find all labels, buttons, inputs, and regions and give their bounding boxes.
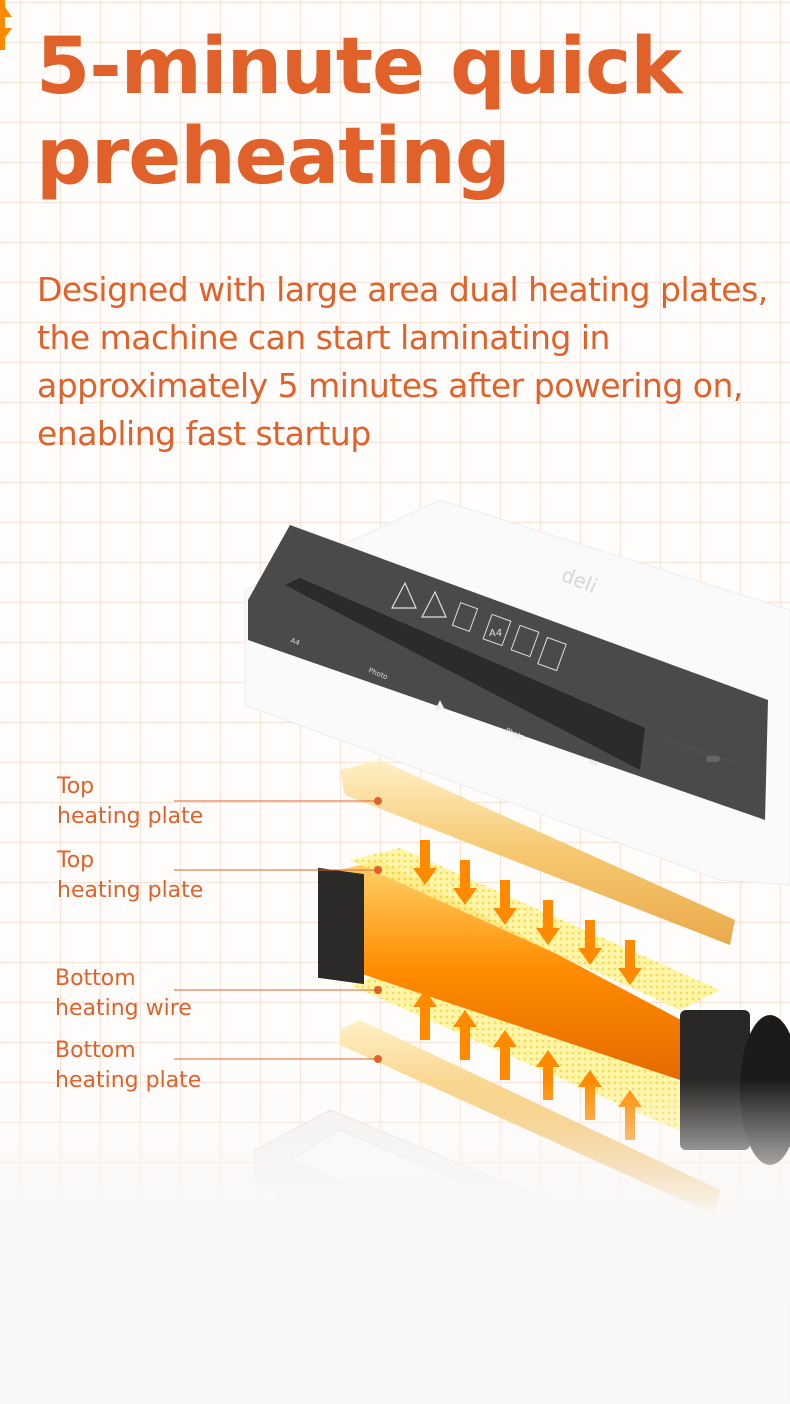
a4-icon [482, 613, 512, 647]
pouch-icon [537, 636, 567, 672]
callout-line1: Bottom [55, 966, 136, 991]
callout-line2: heating plate [57, 878, 204, 903]
warning-icon [391, 581, 417, 609]
callout-top-heating-plate-2: Top heating plate [57, 846, 203, 906]
center-marker-icon [435, 700, 445, 710]
laminator-body: deli A4 Photo Photo A4 A4 Working status… [244, 499, 790, 886]
panel-label: A4 [587, 757, 599, 768]
callout-bottom-heating-wire: Bottom heating wire [55, 964, 192, 1024]
callout-lines [174, 797, 382, 1063]
heat-arrows [0, 0, 642, 1140]
description: Designed with large area dual heating pl… [37, 270, 768, 453]
callout-top-heating-plate: Top heating plate [57, 772, 203, 832]
panel-label: A4 [289, 636, 301, 647]
status-indicator-light [706, 756, 720, 762]
callout-line1: Bottom [55, 1038, 136, 1063]
callout-line1: Top [57, 774, 95, 799]
callout-line2: heating plate [55, 1068, 202, 1093]
thickness-icon [510, 624, 540, 658]
headline-text: 5-minute quick preheating [36, 22, 682, 202]
top-heating-plate [340, 760, 735, 945]
callout-line2: heating wire [55, 996, 192, 1021]
headline: 5-minute quick preheating [36, 22, 790, 202]
floor-fade [0, 1080, 790, 1404]
a4-icon-text: A4 [489, 628, 502, 639]
hot-warning-icon [421, 590, 447, 618]
callout-line2: heating plate [57, 804, 204, 829]
callout-line1: Top [57, 848, 95, 873]
no-cleaning-icon [451, 602, 479, 632]
callout-bottom-heating-plate: Bottom heating plate [55, 1036, 201, 1096]
